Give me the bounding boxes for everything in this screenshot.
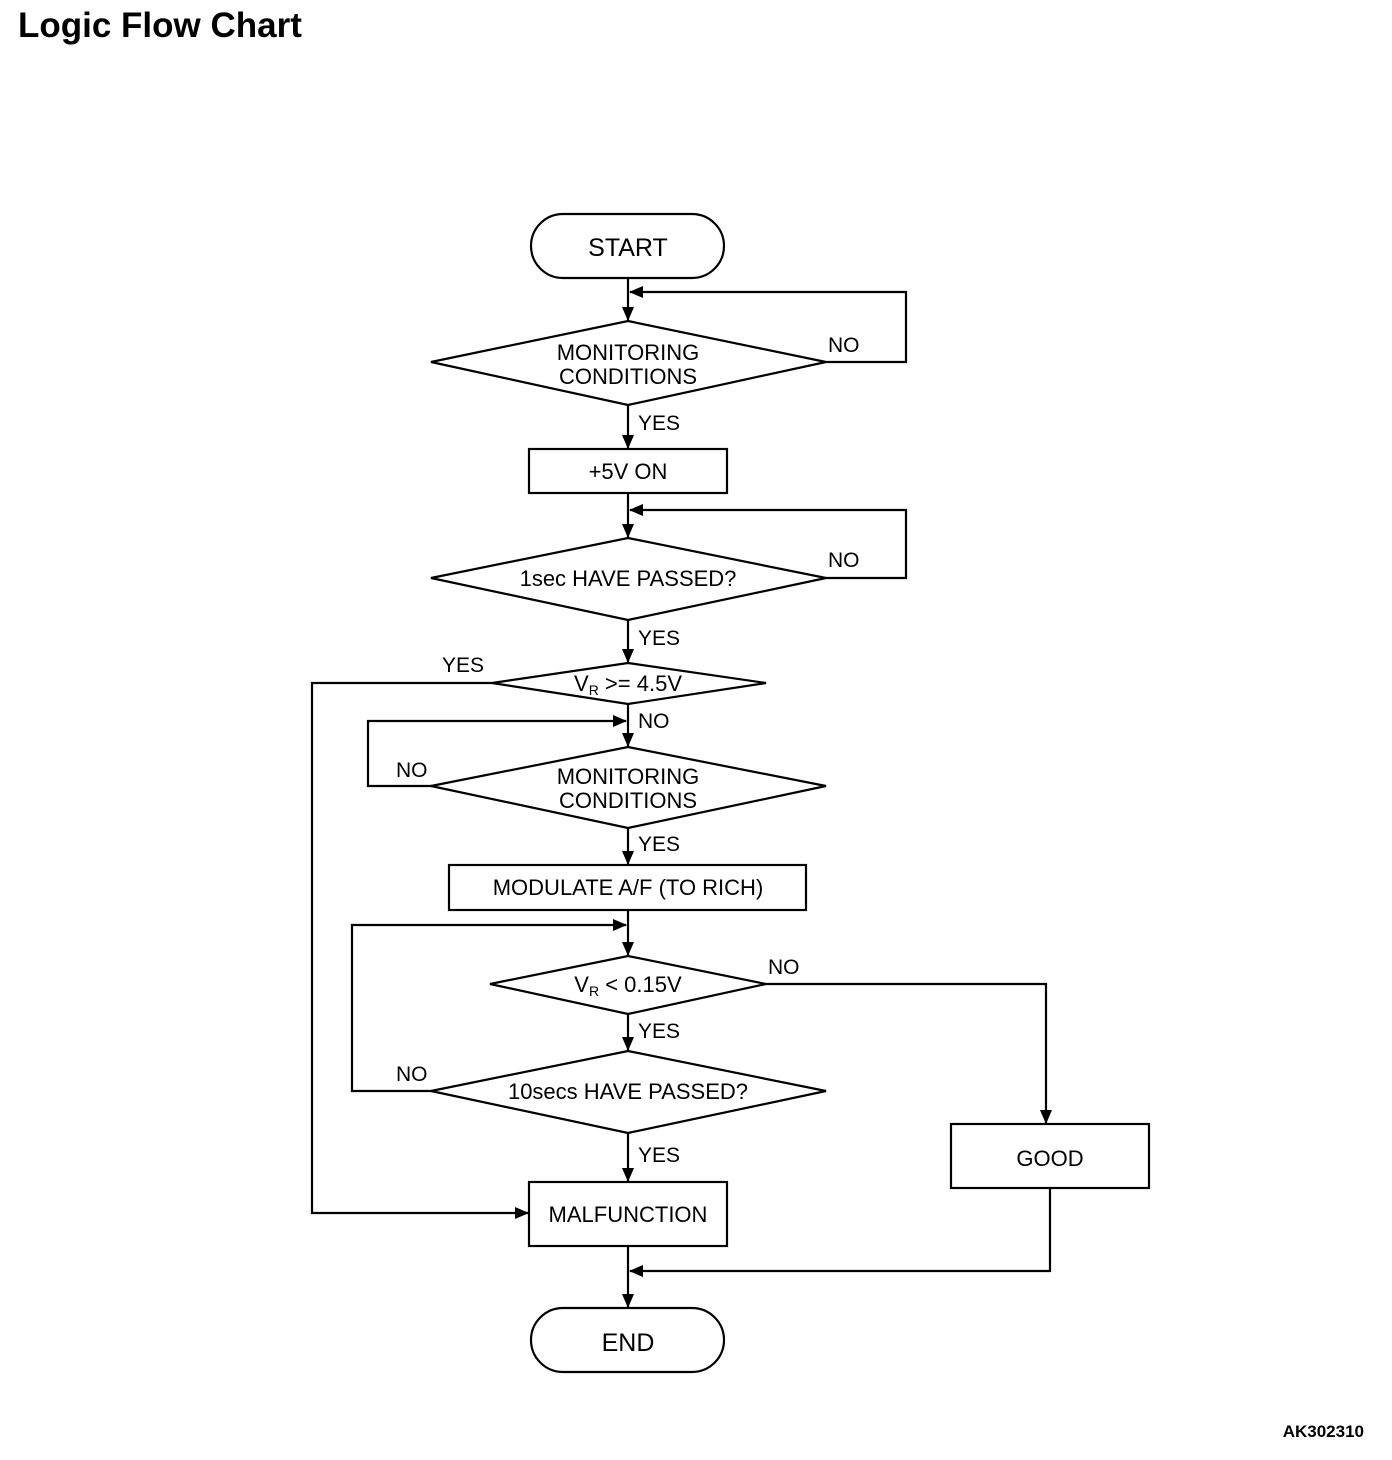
vr-ge-no-label: NO [638,710,670,733]
one-sec-passed-decision: 1sec HAVE PASSED? [430,536,827,622]
malfunction-process: MALFUNCTION [527,1180,729,1248]
connector-monitoring-2-no-loop [366,715,627,788]
modulate-af-process: MODULATE A/F (TO RICH) [447,863,808,912]
monitoring-2-no-label: NO [396,759,428,782]
monitoring-1-no-label: NO [828,334,860,357]
connector-vr-lt-no [766,982,1052,1124]
ten-secs-passed-decision: 10secs HAVE PASSED? [430,1049,827,1135]
end-node: END [529,1306,726,1374]
monitoring-2-label-line2: CONDITIONS [559,788,697,813]
vr-lt-yes-label: YES [638,1020,680,1043]
plus5v-on-process: +5V ON [527,447,729,495]
good-label: GOOD [1016,1146,1083,1171]
monitoring-conditions-decision-1: MONITORING CONDITIONS [430,319,827,407]
plus5v-on-label: +5V ON [589,459,668,484]
connector-vr-ge-yes [310,681,529,1219]
connector-good-to-end [629,1188,1052,1277]
connector-1sec-no-loop [629,504,908,580]
vr-lt-no-label: NO [768,956,800,979]
vr-ge-4-5v-decision: VR >= 4.5V [491,661,767,706]
monitoring-1-yes-label: YES [638,412,680,435]
start-node: START [529,212,726,280]
good-process: GOOD [949,1122,1151,1190]
monitoring-1-label-line1: MONITORING [557,340,700,365]
modulate-af-label: MODULATE A/F (TO RICH) [493,875,764,900]
monitoring-2-yes-label: YES [638,833,680,856]
monitoring-conditions-decision-2: MONITORING CONDITIONS [430,745,827,830]
one-sec-yes-label: YES [638,627,680,650]
end-label: END [602,1329,655,1357]
vr-ge-4-5v-label: VR >= 4.5V [574,671,682,698]
malfunction-label: MALFUNCTION [549,1202,708,1227]
ten-secs-no-label: NO [396,1063,428,1086]
page-title: Logic Flow Chart [18,6,302,45]
ten-secs-passed-label: 10secs HAVE PASSED? [508,1079,748,1104]
one-sec-passed-label: 1sec HAVE PASSED? [520,566,737,591]
one-sec-no-label: NO [828,549,860,572]
vr-ge-yes-label: YES [442,654,484,677]
figure-reference-id: AK302310 [1282,1422,1364,1441]
monitoring-1-label-line2: CONDITIONS [559,364,697,389]
connector-10secs-no-loop [350,919,627,1093]
connector-monitoring-1-no-loop [629,286,908,364]
vr-lt-0-15v-decision: VR < 0.15V [489,954,767,1016]
start-label: START [588,234,668,262]
monitoring-2-label-line1: MONITORING [557,764,700,789]
ten-secs-yes-label: YES [638,1144,680,1167]
vr-lt-0-15v-label: VR < 0.15V [574,972,682,999]
